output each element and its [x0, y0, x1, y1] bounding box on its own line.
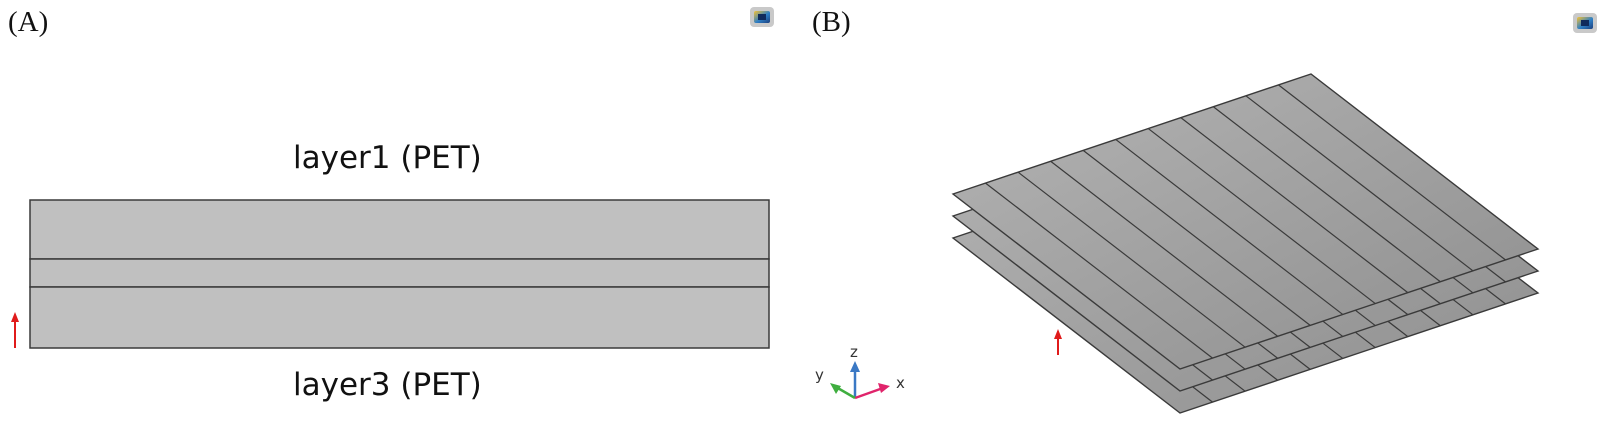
sheet-stripe-line: [1180, 117, 1409, 294]
sheet-stripe-line: [1050, 160, 1279, 337]
layer1-rect: [29, 199, 770, 260]
sheet-stripe-line: [1017, 171, 1246, 348]
axis-triad: z x y: [815, 343, 905, 400]
direction-arrow-icon: [11, 312, 19, 348]
sheet-stripe-line: [1278, 84, 1506, 261]
layer1-label: layer1 (PET): [293, 140, 482, 176]
panel-a-layer-stack: [29, 199, 770, 349]
sheet-stripe-line: [1245, 95, 1474, 272]
layer3-label: layer3 (PET): [293, 367, 482, 403]
sheet-stripe-line: [1082, 149, 1311, 326]
comsol-logo-icon: [750, 7, 774, 27]
sheet-1: [951, 73, 1540, 370]
panel-b-sheet-stack: [951, 73, 1540, 414]
axis-z-label: z: [850, 343, 858, 361]
sheet-stripe-line: [1147, 128, 1376, 305]
axis-y-label: y: [815, 366, 824, 384]
layer2-rect: [29, 258, 770, 288]
axis-x-label: x: [896, 374, 905, 392]
panel-b-label: (B): [812, 6, 851, 38]
panel-a-label: (A): [8, 6, 49, 38]
layer3-rect: [29, 286, 770, 349]
sheet-stripe-line: [1212, 106, 1441, 283]
sheet-stripe-line: [1115, 138, 1344, 315]
direction-arrow-icon: [1054, 329, 1062, 355]
sheet-stripe-line: [985, 182, 1213, 359]
comsol-logo-icon: [1573, 13, 1597, 33]
